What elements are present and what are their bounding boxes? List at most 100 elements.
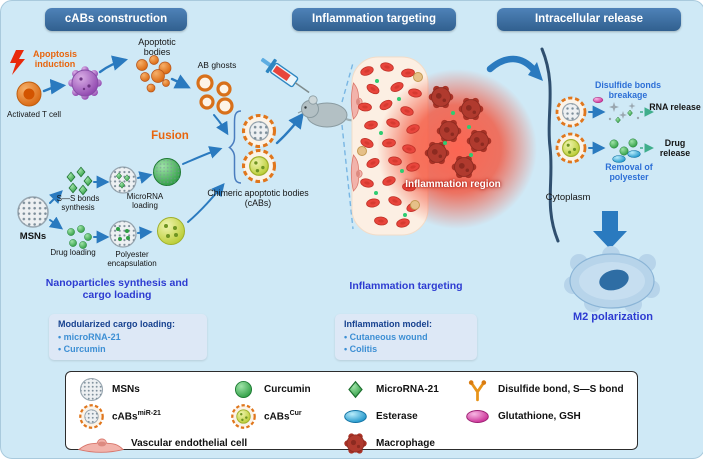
disulfide-breakage-label: Disulfide bonds breakage — [595, 80, 661, 101]
arrow-cabs-to-mouse — [275, 112, 304, 145]
apoptosis-induction-graphics — [10, 50, 234, 115]
zoom-dashed-line-bottom — [341, 124, 354, 230]
cytoplasm-label: Cytoplasm — [545, 192, 591, 203]
drug-loading-label: Drug loading — [50, 248, 96, 257]
chimeric-bodies-label: Chimeric apoptotic bodies (cABs) — [207, 188, 309, 209]
legend: MSNs Curcumin MicroRNA-21 Disulfide bond… — [65, 371, 638, 455]
ab-ghosts-label: AB ghosts — [197, 60, 237, 70]
legend-label: Curcumin — [264, 384, 311, 395]
cabs-mir-icon — [79, 404, 104, 429]
glutathione-icon — [466, 410, 489, 423]
construction-section-title: Nanoparticles synthesis and cargo loadin… — [45, 277, 189, 301]
model-box-title: Inflammation model: — [344, 319, 433, 329]
leukocytes — [357, 72, 423, 210]
legend-label: Glutathione, GSH — [498, 411, 581, 422]
mirna-loaded-sphere-icon — [153, 158, 181, 186]
model-box: Inflammation model: Cutaneous wound Coli… — [335, 314, 477, 361]
targeting-section-title: Inflammation targeting — [349, 280, 463, 292]
arrow-msn-top — [49, 190, 63, 204]
arrow-msn-bottom — [48, 216, 64, 230]
activated-t-cell-icon — [16, 81, 42, 107]
ss-bonds-label: S—S bonds synthesis — [56, 194, 100, 213]
arrow-nano-top-to-fusion — [182, 146, 223, 165]
legend-label: Vascular endothelial cell — [131, 438, 248, 449]
fusion-brace — [228, 110, 242, 184]
microrna-cluster-icon — [66, 166, 93, 196]
legend-label: Esterase — [376, 411, 418, 422]
drug-release-label: Drug release — [659, 138, 691, 159]
microrna-icon — [348, 381, 363, 398]
removal-polyester-label: Removal of polyester — [605, 162, 653, 183]
mouse-icon — [297, 95, 360, 128]
apoptotic-bodies-label: Apoptotic bodies — [138, 37, 176, 58]
zoom-dashed-line-top — [341, 62, 354, 103]
lightning-icon — [10, 50, 25, 75]
arrow-tcell-to-apoptotic — [42, 78, 67, 95]
apoptotic-cell-icon — [68, 66, 102, 100]
inflammation-glow — [377, 69, 537, 229]
polyester-encapsulation-label: Polyester encapsulation — [107, 250, 157, 269]
inflammation-macrophages — [424, 85, 492, 179]
activated-t-cell-label: Activated T cell — [7, 110, 61, 119]
legend-item-microrna: MicroRNA-21 — [342, 376, 464, 403]
m2-macrophage-icon — [564, 246, 660, 313]
legend-label: Disulfide bond, S—S bond — [498, 384, 624, 395]
apoptosis-induction-label: Apoptosis induction — [33, 49, 77, 70]
curcumin-cluster-icon — [67, 225, 92, 249]
cargo-box-title: Modularized cargo loading: — [58, 319, 176, 329]
arrow-bodies-to-ghosts — [170, 74, 191, 89]
arrow-polyester — [137, 226, 153, 240]
legend-label: Macrophage — [376, 438, 435, 449]
msn-mirna-sphere-icon — [109, 166, 137, 194]
fusion-label: Fusion — [151, 130, 189, 142]
syringe-icon — [260, 57, 310, 94]
arrow-apoptotic-to-bodies — [98, 55, 129, 74]
banner-intracellular-release: Intracellular release — [497, 8, 681, 31]
legend-label: cABsCur — [264, 410, 302, 423]
polyester-sphere-icon — [157, 217, 185, 245]
endothelial-cell-icon — [78, 437, 124, 453]
arrow-vessel-to-cell — [486, 55, 538, 74]
legend-label: MSNs — [112, 384, 140, 395]
cargo-box-item: Curcumin — [58, 343, 198, 355]
arrow-mirna-loading — [137, 171, 153, 184]
model-box-item: Colitis — [344, 343, 468, 355]
legend-item-glutathione: Glutathione, GSH — [464, 403, 625, 430]
cabs-cur-sphere-icon — [241, 148, 277, 184]
drug-loaded-sphere-icon — [109, 220, 137, 248]
legend-item-cabs-mir: cABsmiR-21 — [78, 403, 230, 430]
arrow-ghosts-to-fusion — [213, 114, 229, 136]
legend-label: cABsmiR-21 — [112, 410, 161, 423]
cell-membrane — [540, 47, 560, 243]
cabs-mir-sphere-icon — [241, 113, 277, 149]
broken-msn-debris — [608, 102, 640, 124]
legend-label: MicroRNA-21 — [376, 384, 439, 395]
microrna-loading-label: MicroRNA loading — [126, 192, 164, 211]
cargo-box-item: microRNA-21 — [58, 331, 198, 343]
legend-item-curcumin: Curcumin — [230, 376, 342, 403]
apoptotic-bodies-icon — [136, 55, 172, 93]
legend-item-msns: MSNs — [78, 376, 230, 403]
fusion-graphics — [182, 110, 304, 223]
msns-label: MSNs — [19, 231, 47, 242]
cabs-cur-sphere-icon — [555, 132, 587, 164]
injection-graphics — [260, 57, 360, 230]
legend-item-esterase: Esterase — [342, 403, 464, 430]
esterase-icon — [627, 150, 641, 158]
curcumin-icon — [234, 380, 253, 399]
rna-release-label: RNA release — [649, 102, 701, 112]
m2-polarization-label: M2 polarization — [572, 311, 654, 323]
cargo-box: Modularized cargo loading: microRNA-21 C… — [49, 314, 207, 361]
model-box-item: Cutaneous wound — [344, 331, 468, 343]
legend-item-macrophage: Macrophage — [342, 430, 625, 457]
disulfide-bond-icon — [467, 378, 488, 402]
inflammation-region-label: Inflammation region — [405, 179, 501, 190]
intracellular-release-graphics — [486, 47, 660, 313]
m2-down-arrow — [593, 211, 627, 249]
legend-item-disulfide: Disulfide bond, S—S bond — [464, 376, 625, 403]
cabs-mir-sphere-icon — [555, 96, 587, 128]
legend-item-cabs-cur: cABsCur — [230, 403, 342, 430]
cabs-cur-icon — [231, 404, 256, 429]
banner-cabs-construction: cABs construction — [45, 8, 187, 31]
